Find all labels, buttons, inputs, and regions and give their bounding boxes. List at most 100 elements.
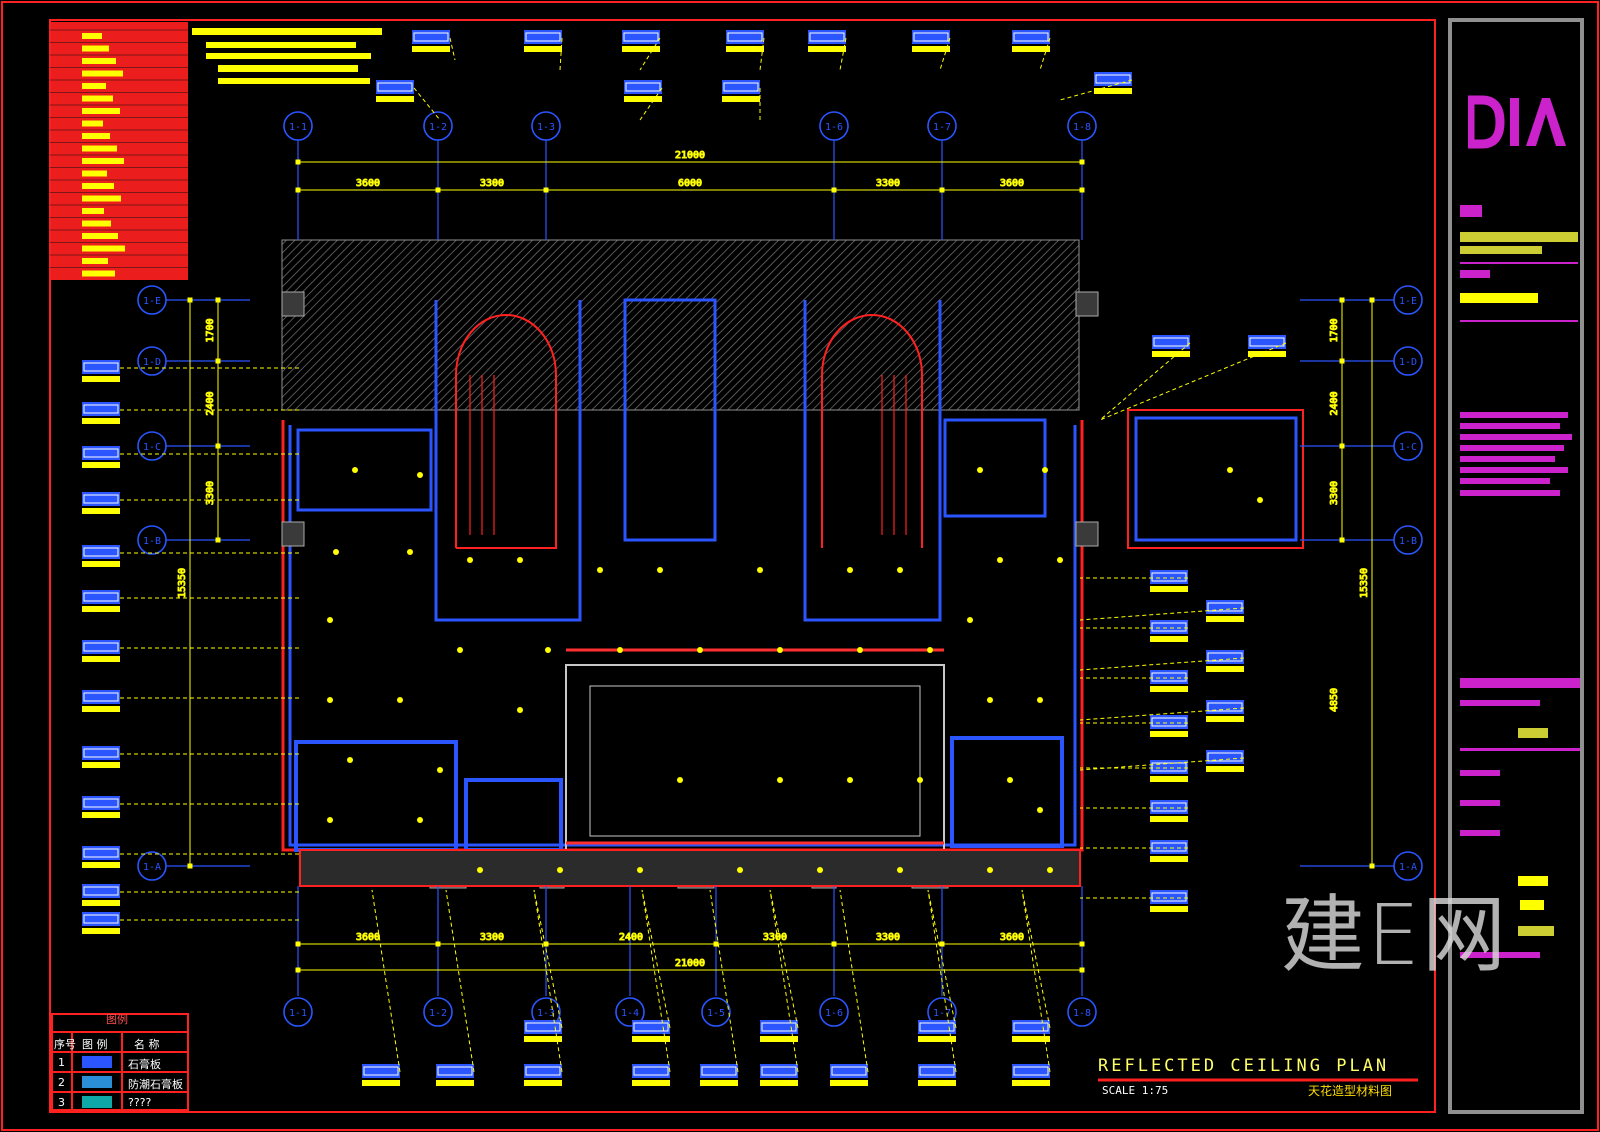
dimension-tick <box>295 159 301 165</box>
material-tag <box>82 690 300 712</box>
material-tag <box>1080 890 1188 912</box>
grid-bubble: 1-6 <box>819 111 849 141</box>
material-tags <box>82 30 1287 1086</box>
material-tag <box>1099 335 1191 421</box>
material-tag <box>722 80 761 120</box>
tag-box <box>1150 670 1188 684</box>
dimension-tick <box>1369 863 1375 869</box>
grid-bubble: 1-3 <box>531 111 561 141</box>
tag-box <box>1012 1020 1050 1034</box>
tag-box <box>82 402 120 416</box>
dimension-text: 1700 <box>205 318 216 342</box>
tag-box <box>82 846 120 860</box>
dimension-text: 2400 <box>619 932 643 943</box>
material-tag <box>82 884 300 906</box>
grid-label: 1-8 <box>1073 122 1091 133</box>
dimension-text: 21000 <box>675 958 705 969</box>
brand-logo <box>1465 88 1568 158</box>
material-tag <box>632 889 671 1042</box>
dimension-text: 3300 <box>480 932 504 943</box>
tag-box <box>760 1020 798 1034</box>
tag-box <box>82 545 120 559</box>
grid-label: 1-2 <box>429 1008 447 1019</box>
tag-box <box>726 30 764 44</box>
legend-title: 图例 <box>106 1013 128 1026</box>
downlight-icon <box>697 647 703 653</box>
material-tag <box>622 30 661 71</box>
downlight-icon <box>967 617 973 623</box>
dimension-tick <box>713 941 719 947</box>
material-tag <box>82 402 300 424</box>
downlight-icon <box>737 867 743 873</box>
material-tag <box>1080 840 1188 862</box>
material-tag <box>82 492 300 514</box>
grid-bubble: 1-7 <box>927 997 957 1027</box>
material-tag <box>1080 570 1188 592</box>
legend-row-num: 3 <box>58 1096 65 1109</box>
material-tag <box>1099 335 1287 421</box>
downlight-icon <box>545 647 551 653</box>
legend-symbol <box>82 95 113 102</box>
legend-header-name: 名 称 <box>134 1038 160 1051</box>
material-tag <box>808 30 847 71</box>
general-notes <box>192 28 382 84</box>
dimension-tick <box>1339 358 1345 364</box>
grid-bubble: 1-8 <box>1067 111 1097 141</box>
material-legend-table <box>51 1013 189 1111</box>
dimension-text: 6000 <box>678 178 702 189</box>
dimension-tick <box>1339 297 1345 303</box>
downlight-icon <box>327 617 333 623</box>
drawing-scale: SCALE 1:75 <box>1102 1084 1169 1097</box>
grid-bubble: 1-C <box>1393 431 1423 461</box>
material-tag <box>82 846 300 868</box>
material-tag <box>362 889 401 1086</box>
material-tag <box>632 889 671 1086</box>
grid-bubble: 1-B <box>1393 525 1423 555</box>
dimension-text: 2400 <box>205 391 216 415</box>
tag-box <box>82 796 120 810</box>
material-tag <box>1080 800 1188 822</box>
dimension-tick <box>1369 297 1375 303</box>
downlight-icon <box>927 647 933 653</box>
grid-bubble: 1-5 <box>701 997 731 1027</box>
dimension-tick <box>215 358 221 364</box>
dimension-text: 3300 <box>1329 481 1340 505</box>
grid-label: 1-2 <box>429 122 447 133</box>
tag-box <box>436 1064 474 1078</box>
downlight-icon <box>557 867 563 873</box>
tag-box <box>82 446 120 460</box>
material-tag <box>830 889 869 1086</box>
legend-swatch-3 <box>82 1096 112 1108</box>
drawing-title: REFLECTED CEILING PLAN <box>1098 1056 1390 1076</box>
tag-box <box>1206 650 1244 664</box>
dimension-tick <box>939 187 945 193</box>
dimension-tick <box>295 967 301 973</box>
grid-label: 1-A <box>1399 862 1417 873</box>
downlight-icon <box>327 817 333 823</box>
grid-label: 1-D <box>1399 357 1417 368</box>
dimension-text: 1700 <box>1329 318 1340 342</box>
tag-box <box>760 1064 798 1078</box>
dimension-tick <box>939 941 945 947</box>
tag-box <box>808 30 846 44</box>
material-tag <box>918 889 957 1042</box>
grid-label: 1-B <box>143 536 161 547</box>
dimension-text: 3300 <box>763 932 787 943</box>
dimension-tick <box>831 187 837 193</box>
tag-box <box>830 1064 868 1078</box>
legend-symbol <box>82 158 124 164</box>
grid-bubble: 1-2 <box>423 111 453 141</box>
dimension-tick <box>1079 941 1085 947</box>
legend-symbol <box>82 195 121 202</box>
dimension-text: 15350 <box>177 568 188 598</box>
dimension-text: 3600 <box>1000 932 1024 943</box>
grid-bubble: 1-1 <box>283 111 313 141</box>
downlight-icon <box>1227 467 1233 473</box>
material-tag <box>1012 889 1051 1042</box>
material-tag <box>82 446 300 468</box>
downlight-icon <box>517 557 523 563</box>
grid-label: 1-7 <box>933 1008 951 1019</box>
tag-box <box>1150 840 1188 854</box>
tag-box <box>632 1020 670 1034</box>
